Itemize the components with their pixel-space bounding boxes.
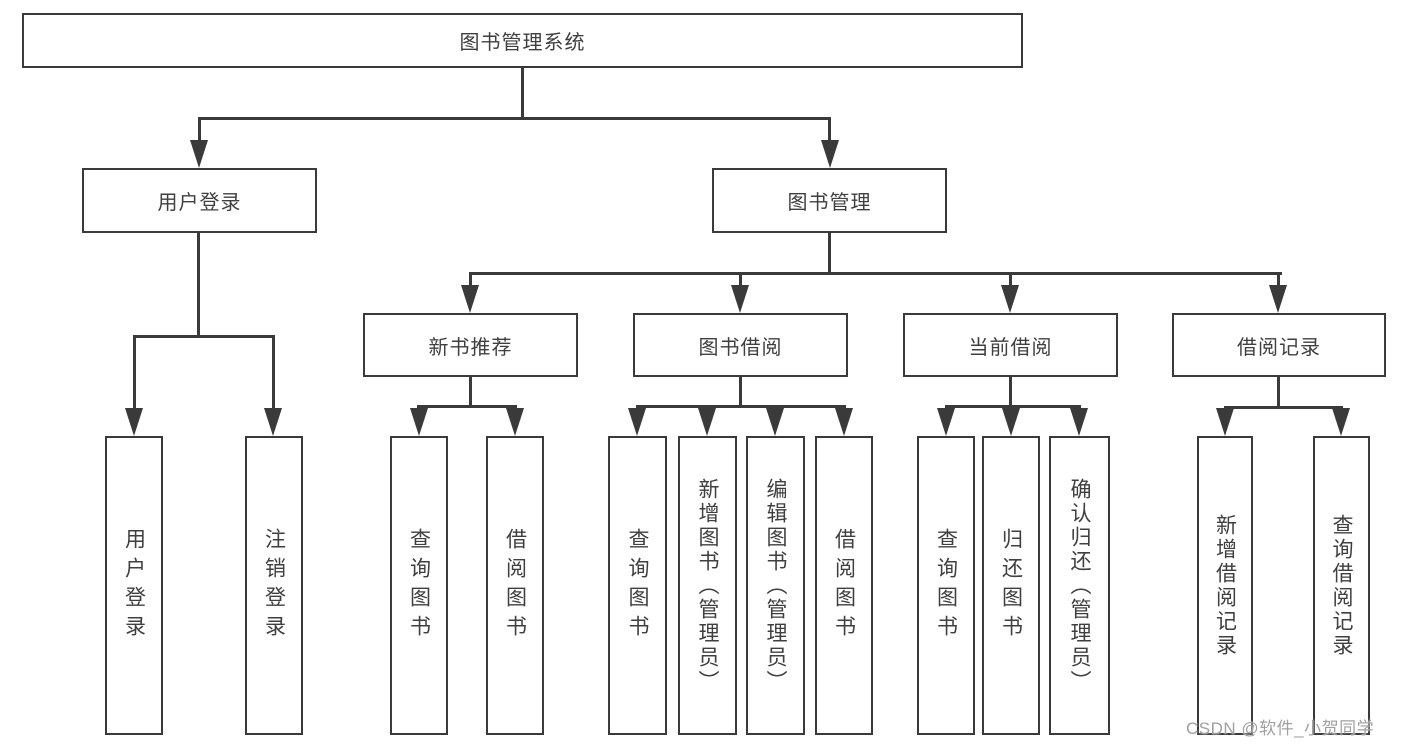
connector-book-management-stem <box>828 233 831 275</box>
connector-to-new-book <box>469 272 472 288</box>
node-leaf-return-books: 归还图书 <box>982 436 1040 735</box>
csdn-watermark: CSDN @软件_小贺同学 <box>1186 719 1375 738</box>
arrow-down-icon <box>1332 408 1350 436</box>
connector-root-stem <box>521 68 524 118</box>
connector-new-book-split <box>417 405 517 408</box>
connector-book-borrow-split <box>636 405 846 408</box>
node-leaf-query-books-recommend: 查询图书 <box>390 436 448 735</box>
node-leaf-query-borrow-record: 查询借阅记录 <box>1313 436 1370 735</box>
arrow-down-icon <box>264 408 282 436</box>
node-leaf-confirm-return-admin: 确认归还（管理员） <box>1049 436 1110 735</box>
arrow-down-icon <box>628 408 646 436</box>
node-leaf-query-books-current: 查询图书 <box>917 436 975 735</box>
connector-borrow-records-stem <box>1277 377 1280 408</box>
connector-to-borrow-records <box>1277 272 1280 288</box>
arrow-down-icon <box>821 140 839 168</box>
node-user-login: 用户登录 <box>82 168 317 233</box>
arrow-down-icon <box>506 408 524 436</box>
arrow-down-icon <box>766 408 784 436</box>
connector-root-to-user-login <box>198 117 201 145</box>
connector-borrow-records-split <box>1224 406 1343 409</box>
node-book-management: 图书管理 <box>712 168 947 233</box>
connector-book-management-split <box>469 272 1282 275</box>
connector-user-login-split <box>133 335 275 338</box>
node-leaf-add-books-admin: 新增图书（管理员） <box>678 436 737 735</box>
arrow-down-icon <box>937 408 955 436</box>
arrow-down-icon <box>461 285 479 313</box>
arrow-down-icon <box>731 285 749 313</box>
arrow-down-icon <box>190 140 208 168</box>
node-leaf-borrow-books-recommend: 借阅图书 <box>486 436 544 735</box>
arrow-down-icon <box>698 408 716 436</box>
node-new-book-recommend: 新书推荐 <box>363 313 578 377</box>
connector-root-to-book-management <box>828 117 831 145</box>
node-leaf-add-borrow-record: 新增借阅记录 <box>1197 436 1253 735</box>
arrow-down-icon <box>1002 408 1020 436</box>
node-borrow-records: 借阅记录 <box>1172 313 1386 377</box>
node-leaf-query-books-borrow: 查询图书 <box>608 436 667 735</box>
arrow-down-icon <box>1070 408 1088 436</box>
arrow-down-icon <box>1216 408 1234 436</box>
connector-current-borrow-split <box>945 405 1081 408</box>
connector-to-leaf-logout <box>272 335 275 411</box>
connector-root-split <box>198 117 831 120</box>
connector-current-borrow-stem <box>1009 377 1012 408</box>
connector-to-book-borrow <box>739 272 742 288</box>
node-library-management-system: 图书管理系统 <box>22 13 1023 68</box>
node-leaf-borrow-books: 借阅图书 <box>815 436 873 735</box>
connector-new-book-stem <box>469 377 472 408</box>
node-current-borrow: 当前借阅 <box>903 313 1118 377</box>
connector-book-borrow-stem <box>739 377 742 408</box>
node-leaf-logout-login: 注销登录 <box>245 436 303 735</box>
arrow-down-icon <box>125 408 143 436</box>
node-leaf-user-login: 用户登录 <box>105 436 163 735</box>
arrow-down-icon <box>1001 285 1019 313</box>
node-leaf-edit-books-admin: 编辑图书（管理员） <box>746 436 805 735</box>
arrow-down-icon <box>835 408 853 436</box>
arrow-down-icon <box>410 408 428 436</box>
arrow-down-icon <box>1269 285 1287 313</box>
connector-user-login-stem <box>197 233 200 337</box>
connector-to-current-borrow <box>1009 272 1012 288</box>
node-book-borrow: 图书借阅 <box>633 313 848 377</box>
connector-to-leaf-user-login <box>133 335 136 411</box>
